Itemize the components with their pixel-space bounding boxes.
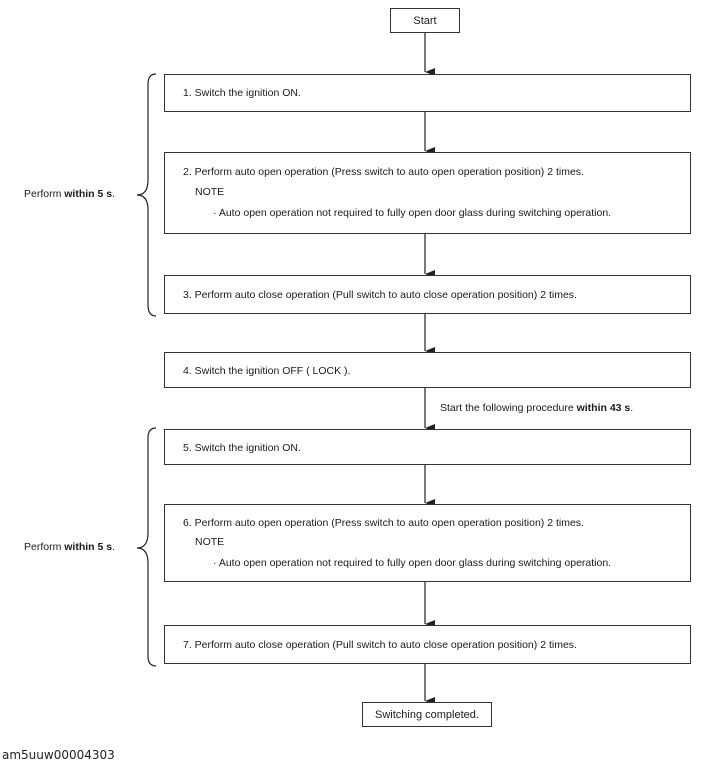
group-1-label-suffix: . (112, 188, 116, 200)
step-2-note-text: · Auto open operation not required to fu… (213, 207, 612, 219)
step-4-box: 4. Switch the ignition OFF ( LOCK ). (164, 352, 691, 388)
step-6-box: 6. Perform auto open operation (Press sw… (164, 504, 691, 582)
end-terminal: Switching completed. (362, 702, 492, 727)
group-1-label-prefix: Perform (24, 188, 65, 200)
step-6-note-label: NOTE (195, 536, 225, 548)
step-1-text: 1. Switch the ignition ON. (183, 87, 301, 99)
step-5-text: 5. Switch the ignition ON. (183, 442, 301, 454)
step-4-text: 4. Switch the ignition OFF ( LOCK ). (183, 365, 351, 377)
figure-id-caption: am5uuw00004303 (2, 748, 115, 762)
step-6-note-text: · Auto open operation not required to fu… (213, 557, 612, 569)
step-2-note-label: NOTE (195, 186, 225, 198)
start-label: Start (413, 14, 437, 27)
interval-label-prefix: Start the following procedure (440, 402, 577, 414)
group-2-label-suffix: . (112, 541, 116, 553)
brace-group-1 (136, 73, 157, 317)
start-terminal: Start (390, 8, 460, 33)
step-2-box: 2. Perform auto open operation (Press sw… (164, 152, 691, 234)
end-label: Switching completed. (375, 708, 479, 721)
step-6-text: 6. Perform auto open operation (Press sw… (183, 517, 584, 529)
group-1-label: Perform within 5 s. (24, 188, 115, 200)
step-7-text: 7. Perform auto close operation (Pull sw… (183, 639, 577, 651)
group-2-label-prefix: Perform (24, 541, 65, 553)
step-1-box: 1. Switch the ignition ON. (164, 74, 691, 112)
step-3-text: 3. Perform auto close operation (Pull sw… (183, 289, 577, 301)
brace-group-2 (136, 427, 157, 667)
step-2-text: 2. Perform auto open operation (Press sw… (183, 166, 584, 178)
group-2-label-bold: within 5 s (64, 541, 113, 553)
step-3-box: 3. Perform auto close operation (Pull sw… (164, 275, 691, 314)
group-1-label-bold: within 5 s (64, 188, 113, 200)
interval-label-bold: within 43 s (576, 402, 631, 414)
group-2-label: Perform within 5 s. (24, 541, 115, 553)
step-7-box: 7. Perform auto close operation (Pull sw… (164, 625, 691, 664)
interval-label: Start the following procedure within 43 … (440, 402, 633, 414)
step-5-box: 5. Switch the ignition ON. (164, 429, 691, 465)
interval-label-suffix: . (630, 402, 634, 414)
